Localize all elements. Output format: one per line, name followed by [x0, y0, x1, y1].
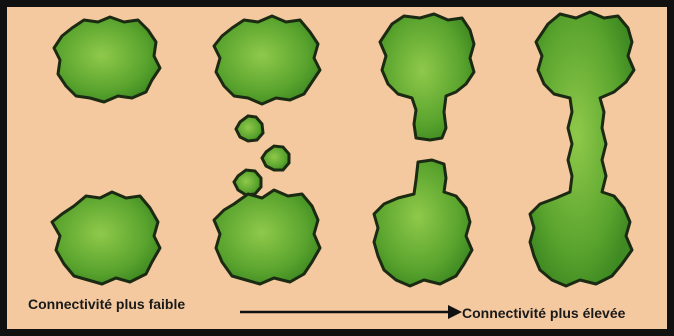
- habitat-patch-bottom-with-stub: [372, 158, 474, 288]
- habitat-patch-top-with-stub: [378, 12, 476, 142]
- panel-stepping-stones: [212, 14, 322, 286]
- connectivity-arrow: [240, 305, 462, 319]
- stepping-stone-1: [234, 114, 265, 143]
- stepping-stone-3: [232, 168, 263, 197]
- habitat-patch-bottom: [50, 190, 162, 286]
- panel-isolated: [50, 15, 162, 286]
- stepping-stone-2: [260, 144, 291, 172]
- habitat-patch-bottom: [212, 188, 322, 286]
- habitat-patches-connected: [528, 10, 636, 288]
- panel-full-corridor: [528, 10, 636, 288]
- habitat-patch-top: [212, 14, 322, 106]
- habitat-patch-top: [52, 15, 162, 104]
- high-connectivity-label: Connectivité plus élevée: [462, 305, 626, 321]
- low-connectivity-label: Connectivité plus faible: [28, 296, 186, 312]
- panel-partial-corridor: [372, 12, 476, 288]
